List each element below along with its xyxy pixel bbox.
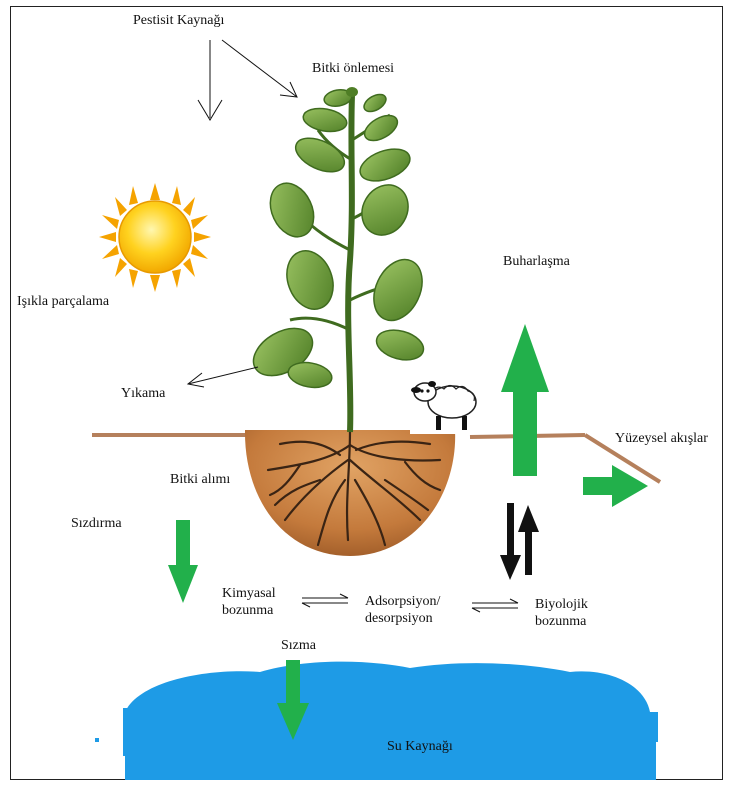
sheep-icon	[410, 378, 480, 434]
sun-icon	[99, 183, 211, 292]
label-plant-uptake: Bitki alımı	[170, 471, 230, 488]
label-leaching: Sızdırma	[71, 515, 122, 532]
label-plant-prevention: Bitki önlemesi	[312, 60, 394, 77]
label-surface-runoff: Yüzeysel akışlar	[615, 430, 708, 447]
label-photodegradation: Işıkla parçalama	[17, 293, 109, 310]
plant	[245, 87, 431, 432]
label-washing: Yıkama	[121, 385, 165, 402]
label-adsorption: Adsorpsiyon/ desorpsiyon	[365, 593, 440, 627]
label-chemical-degradation-line1: Kimyasal	[222, 585, 276, 602]
label-adsorption-line1: Adsorpsiyon/	[365, 593, 440, 610]
label-pesticide-source: Pestisit Kaynağı	[133, 12, 224, 29]
label-evaporation: Buharlaşma	[503, 253, 570, 270]
label-adsorption-line2: desorpsiyon	[365, 610, 440, 627]
label-biological-degradation-line1: Biyolojik	[535, 596, 588, 613]
label-chemical-degradation: Kimyasal bozunma	[222, 585, 276, 619]
label-water-source: Su Kaynağı	[387, 738, 453, 755]
label-biological-degradation: Biyolojik bozunma	[535, 596, 588, 630]
label-chemical-degradation-line2: bozunma	[222, 602, 276, 619]
label-infiltration: Sızma	[281, 637, 316, 654]
black-bidirectional-arrows	[500, 503, 539, 580]
label-biological-degradation-line2: bozunma	[535, 613, 588, 630]
water-body	[95, 662, 658, 780]
